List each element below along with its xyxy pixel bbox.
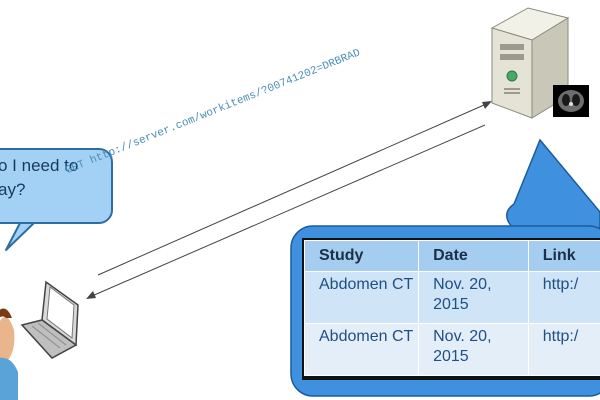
table-row: Abdomen CT Nov. 20, 2015 http:/ xyxy=(304,271,600,324)
question-bubble xyxy=(0,148,113,224)
question-line-2: ay? xyxy=(0,180,26,199)
table-row: Abdomen CT Nov. 20, 2015 http:/ xyxy=(304,323,600,376)
table-header-row: Study Date Link xyxy=(304,240,600,272)
cell-study: Abdomen CT xyxy=(304,323,420,376)
question-text: o I need to ay? xyxy=(0,154,113,202)
worklist-table-container: Study Date Link Abdomen CT Nov. 20, 2015… xyxy=(304,240,600,380)
person-icon xyxy=(0,308,18,400)
cell-date: Nov. 20, 2015 xyxy=(418,323,529,376)
request-arrow xyxy=(97,101,492,276)
header-date: Date xyxy=(418,240,529,272)
response-bubble xyxy=(506,138,600,229)
laptop-icon xyxy=(20,280,79,359)
header-study: Study xyxy=(304,240,420,272)
worklist-table: Study Date Link Abdomen CT Nov. 20, 2015… xyxy=(304,240,600,376)
response-arrow xyxy=(86,124,486,299)
cell-link[interactable]: http:/ xyxy=(527,323,600,376)
cell-study: Abdomen CT xyxy=(304,271,420,324)
server-icon xyxy=(490,7,570,119)
header-link: Link xyxy=(527,240,600,272)
cell-link[interactable]: http:/ xyxy=(527,271,600,324)
question-line-1: o I need to xyxy=(0,156,79,175)
cell-date: Nov. 20, 2015 xyxy=(418,271,529,324)
ct-scan-icon xyxy=(553,85,589,117)
question-bubble-tail xyxy=(5,222,35,251)
